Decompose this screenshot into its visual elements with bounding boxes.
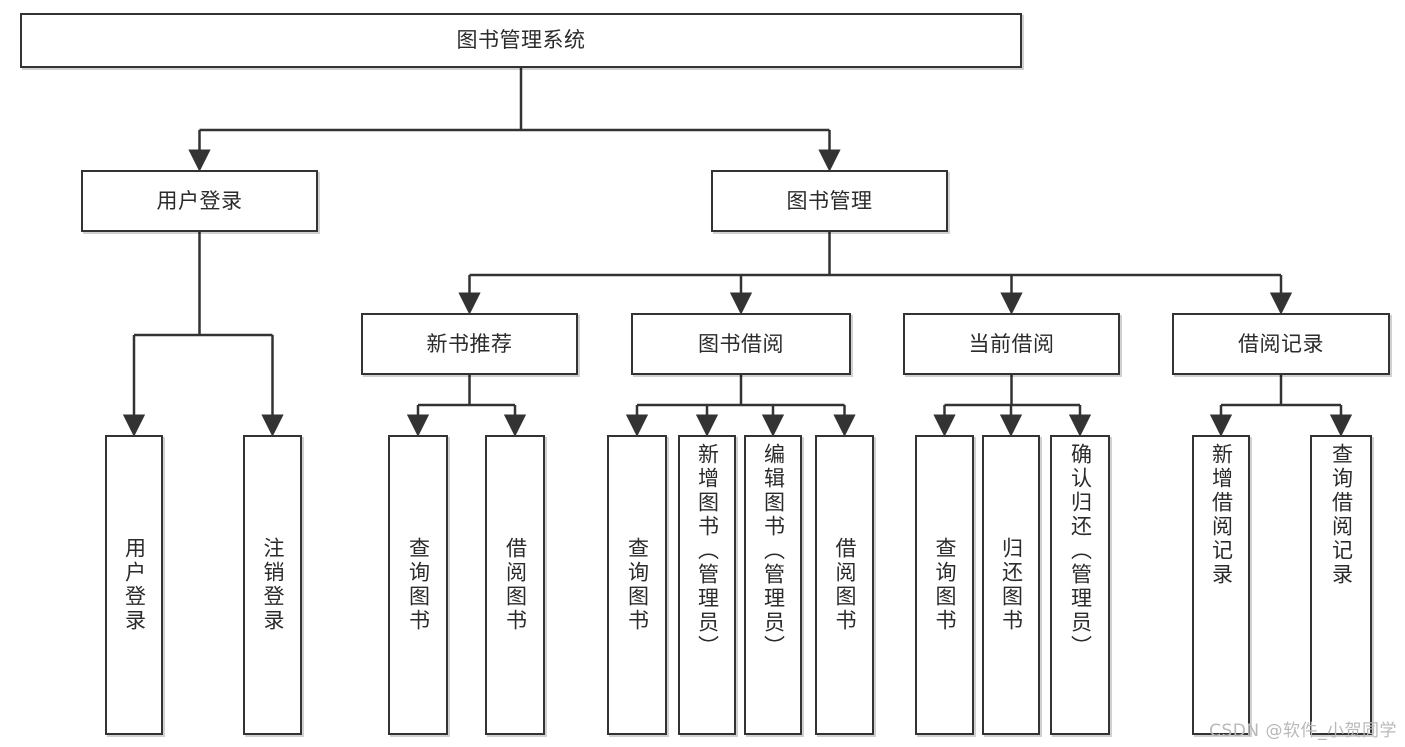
node-label: 用户登录 [156,188,243,213]
node-leaf-3[interactable]: 查询图书 [388,435,448,735]
node-label: 查询图书 [933,537,957,633]
node-leaf-6[interactable]: 新增图书（管理员） [678,435,736,735]
node-book-borrow[interactable]: 图书借阅 [631,313,851,375]
node-leaf-11[interactable]: 确认归还（管理员） [1050,435,1110,735]
node-label: 新增图书（管理员） [695,443,720,659]
node-label: 注销登录 [261,537,285,633]
node-label: 编辑图书（管理员） [761,443,786,659]
node-leaf-10[interactable]: 归还图书 [982,435,1040,735]
node-leaf-13[interactable]: 查询借阅记录 [1310,435,1372,735]
node-leaf-1[interactable]: 用户登录 [105,435,163,735]
node-label: 当前借阅 [968,331,1055,356]
node-label: 借阅图书 [833,537,857,633]
node-new-book-rec[interactable]: 新书推荐 [361,313,578,375]
node-cur-borrow[interactable]: 当前借阅 [903,313,1120,375]
node-book-mgmt[interactable]: 图书管理 [711,170,948,232]
watermark-text: CSDN @软件_小贺同学 [1209,721,1397,741]
node-label: 新书推荐 [426,331,513,356]
node-label: 归还图书 [999,537,1024,633]
node-label: 借阅记录 [1238,331,1324,356]
node-label: 查询借阅记录 [1329,443,1354,587]
node-leaf-2[interactable]: 注销登录 [243,435,302,735]
node-label: 图书借阅 [698,331,784,356]
node-label: 借阅图书 [503,537,528,633]
node-leaf-8[interactable]: 借阅图书 [815,435,874,735]
node-borrow-rec[interactable]: 借阅记录 [1172,313,1390,375]
node-leaf-9[interactable]: 查询图书 [915,435,974,735]
node-leaf-7[interactable]: 编辑图书（管理员） [744,435,802,735]
node-label: 用户登录 [122,537,147,633]
node-label: 查询图书 [406,537,431,633]
node-leaf-4[interactable]: 借阅图书 [485,435,545,735]
node-label: 图书管理系统 [456,28,586,53]
node-label: 确认归还（管理员） [1068,443,1093,659]
node-label: 查询图书 [625,537,650,633]
node-user-login[interactable]: 用户登录 [81,170,318,232]
node-root[interactable]: 图书管理系统 [20,13,1022,68]
node-label: 图书管理 [786,188,873,213]
node-leaf-12[interactable]: 新增借阅记录 [1192,435,1250,735]
node-leaf-5[interactable]: 查询图书 [607,435,667,735]
node-label: 新增借阅记录 [1209,443,1234,587]
